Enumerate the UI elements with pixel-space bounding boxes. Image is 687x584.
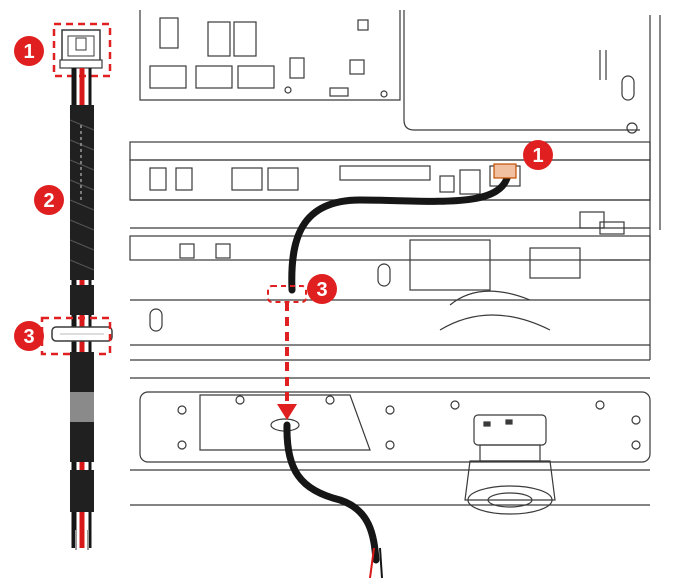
- circuit-board: [139, 10, 401, 101]
- gland-plate: [130, 359, 651, 506]
- svg-text:3: 3: [316, 279, 327, 301]
- routed-cable: [267, 163, 517, 579]
- cable-gland: [464, 414, 556, 515]
- wire-ends: [75, 530, 89, 550]
- callout-badge-grommet-left: 3: [14, 321, 44, 351]
- svg-text:1: 1: [23, 41, 34, 63]
- middle-module: [129, 141, 651, 235]
- cable-sheath: [69, 105, 95, 280]
- device-interior: [129, 10, 661, 515]
- callout-badge-sheath: 2: [34, 185, 64, 215]
- cable-lower-run: [283, 421, 380, 564]
- routing-arrow-head: [277, 404, 297, 420]
- housing-frame: [403, 10, 661, 360]
- callout-badge-connector-right: 1: [523, 140, 553, 170]
- connector-socket: [493, 163, 517, 179]
- cable-assembly: [40, 22, 113, 550]
- cable-end-black-wire: [379, 547, 383, 579]
- callout-badge-grommet-right: 3: [307, 274, 337, 304]
- cable-upper-run: [288, 171, 512, 294]
- cable-end-red-wire: [369, 547, 375, 579]
- svg-text:3: 3: [23, 326, 34, 348]
- connector-housing: [59, 29, 103, 69]
- svg-text:1: 1: [532, 145, 543, 167]
- cable-lower-segments: [70, 285, 94, 512]
- mounting-panel: [129, 235, 651, 346]
- cable-grommet: [51, 326, 113, 342]
- svg-text:2: 2: [43, 190, 54, 212]
- callout-badge-connector-left: 1: [14, 36, 44, 66]
